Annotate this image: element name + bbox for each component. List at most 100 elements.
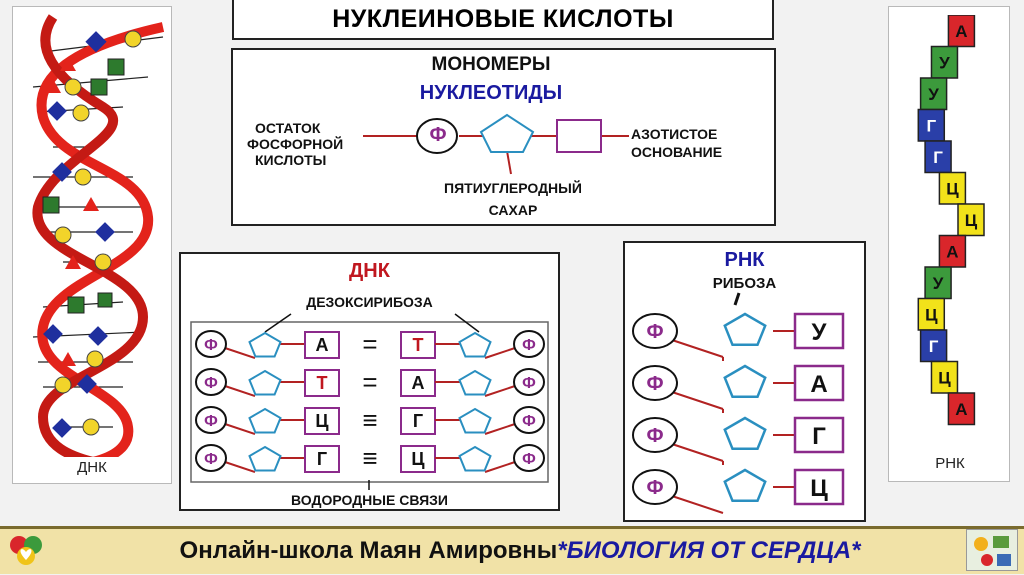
rna-strand-letter: Ц [925, 305, 938, 324]
hydrogen-bond: = [362, 329, 377, 359]
base-box [793, 312, 845, 350]
rna-strand-letter: Г [933, 148, 943, 167]
ribose-pentagon [723, 312, 767, 347]
phosphate-symbol: Ф [646, 373, 663, 395]
rna-strand-letter: А [946, 242, 958, 261]
phosphate-symbol: Ф [429, 124, 447, 146]
phosphate-symbol: Ф [522, 375, 536, 392]
footer-prefix: Онлайн-школа Маян Амировны [179, 537, 558, 564]
rna-strand-letter: Ц [965, 211, 978, 230]
rna-strand-segment: Ц [917, 297, 946, 331]
phosphate-circle [513, 368, 545, 396]
rna-strand-segment: Г [919, 329, 948, 363]
rna-strand-letter: А [955, 22, 967, 41]
dna-panel-title: ДНК [349, 260, 390, 282]
rna-strand-letter: У [933, 274, 944, 293]
phosphate-circle [632, 469, 678, 505]
rna-strand-letter: А [955, 400, 967, 419]
phosphate-symbol: Ф [646, 477, 663, 499]
dna-left-base: Т [317, 373, 328, 393]
phosphate-symbol: Ф [522, 413, 536, 430]
base-box [304, 369, 340, 397]
rna-base: Г [812, 423, 826, 450]
sugar-pentagon [479, 113, 535, 153]
rna-panel-title: РНК [724, 249, 765, 271]
rna-strand-segment: У [930, 45, 959, 79]
hydrogen-bond: ≡ [362, 405, 377, 435]
ribose-label: РИБОЗА [712, 275, 777, 292]
footer-brand: *БИОЛОГИЯ ОТ СЕРДЦА* [557, 537, 861, 564]
ribose-pentagon [723, 468, 767, 503]
sugar-pentagon [248, 445, 282, 472]
rna-base: А [810, 371, 827, 398]
rna-strand-letter: У [939, 53, 950, 72]
rna-link [668, 442, 724, 462]
phosphate-label-line2: ФОСФОРНОЙ [247, 136, 344, 152]
rna-strand-segment: А [947, 14, 976, 48]
rna-strand-segment: Г [917, 108, 946, 142]
rna-strand-letter: У [928, 85, 939, 104]
footer-text: Онлайн-школа Маян Амировны*БИОЛОГИЯ ОТ С… [80, 537, 960, 565]
phosphate-circle [195, 330, 227, 358]
footer-bar [0, 526, 1024, 574]
base-box [400, 445, 436, 473]
ribose-pentagon [723, 416, 767, 451]
base-box [304, 331, 340, 359]
base-box [400, 369, 436, 397]
phosphate-circle [632, 365, 678, 401]
phosphate-symbol: Ф [204, 337, 218, 354]
rna-strand-segment: Ц [957, 203, 985, 237]
hydrogen-bond: ≡ [362, 443, 377, 473]
ribose-pentagon [723, 364, 767, 399]
phosphate-symbol: Ф [204, 375, 218, 392]
rna-link [668, 338, 724, 358]
page-title: НУКЛЕИНОВЫЕ КИСЛОТЫ [232, 0, 774, 40]
deoxyribose-label: ДЕЗОКСИРИБОЗА [306, 294, 433, 310]
base-box [400, 331, 436, 359]
monomers-heading: МОНОМЕРЫ [431, 54, 551, 75]
school-logo [6, 530, 46, 570]
rna-strand-segment: Г [924, 140, 952, 174]
rna-image-caption: РНК [935, 455, 965, 472]
rna-link [668, 390, 724, 410]
rna-strand-letter: Г [929, 337, 939, 356]
sugar-pentagon [458, 407, 492, 434]
base-box [793, 468, 845, 506]
nucleotides-heading: НУКЛЕОТИДЫ [419, 82, 563, 104]
hydrogen-bond: = [362, 367, 377, 397]
phosphate-symbol: Ф [646, 321, 663, 343]
phosphate-symbol: Ф [204, 413, 218, 430]
phosphate-circle [195, 368, 227, 396]
sugar-pentagon [458, 331, 492, 358]
dna-image-caption: ДНК [77, 459, 107, 476]
rna-strand-segment: Ц [938, 171, 967, 205]
dna-right-base: Г [413, 411, 423, 431]
phosphate-circle [632, 417, 678, 453]
rna-strand-letter: Ц [946, 179, 959, 198]
rna-base: Ц [810, 475, 828, 502]
sugar-pentagon [458, 445, 492, 472]
sugar-pentagon [248, 369, 282, 396]
base-box [793, 364, 845, 402]
phosphate-symbol: Ф [522, 337, 536, 354]
base-rectangle [556, 119, 602, 153]
sugar-pentagon [248, 331, 282, 358]
dna-right-base: А [412, 373, 425, 393]
phosphate-circle [513, 444, 545, 472]
phosphate-symbol: Ф [204, 451, 218, 468]
dna-left-base: Г [317, 449, 327, 469]
dna-left-base: А [316, 335, 329, 355]
monomers-panel: МОНОМЕРЫ НУКЛЕОТИДЫ ОСТАТОК ФОСФОРНОЙ КИ… [231, 48, 776, 226]
hydrogen-bonds-label: ВОДОРОДНЫЕ СВЯЗИ [291, 492, 448, 508]
phosphate-symbol: Ф [522, 451, 536, 468]
base-label-line1: АЗОТИСТОЕ [631, 126, 718, 142]
nucleotide-diagram [363, 113, 629, 175]
phosphate-circle [195, 444, 227, 472]
dna-helix-illustration [32, 14, 165, 457]
sugar-pentagon [458, 369, 492, 396]
